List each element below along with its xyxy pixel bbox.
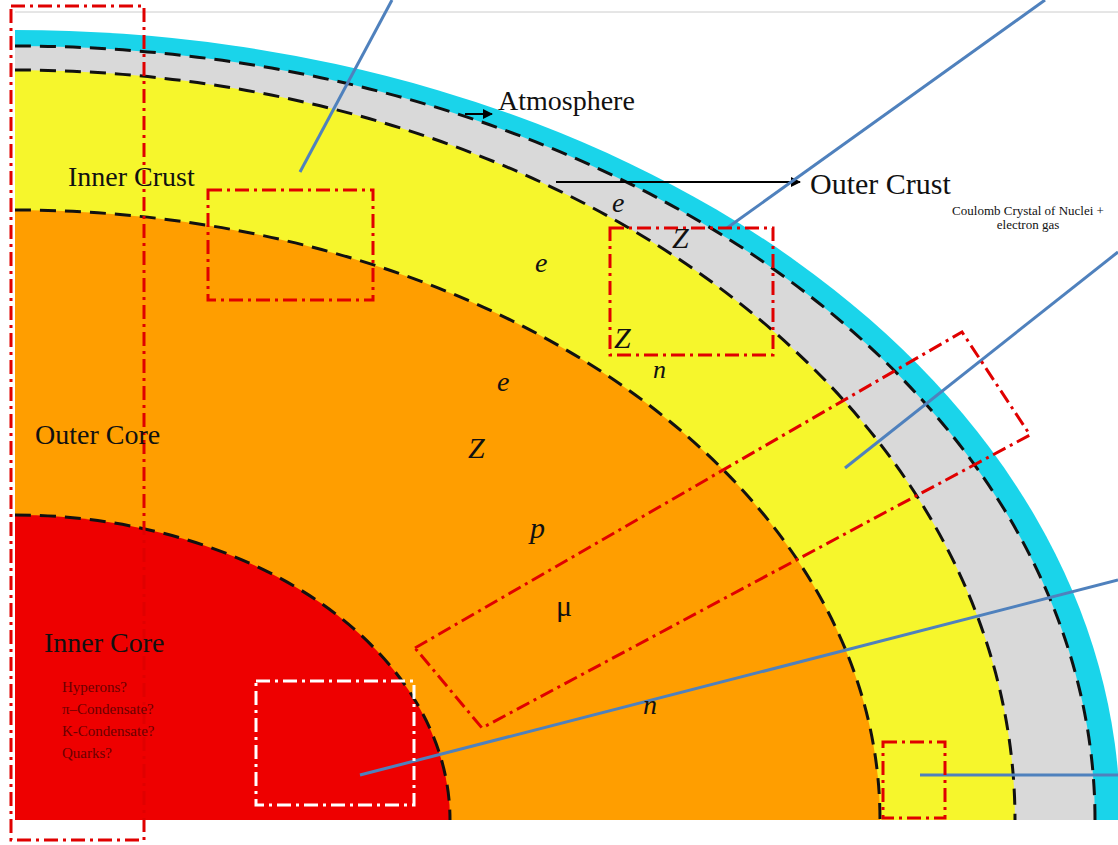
particle-symbol: e <box>535 248 547 277</box>
layer-name: Atmosphere <box>498 86 635 115</box>
highlight-boxes <box>11 6 1030 840</box>
outer-crust-arrow <box>556 181 800 183</box>
layer-name: Inner Crust <box>68 162 195 191</box>
particle-symbol: n <box>643 690 657 719</box>
particle-symbol: e <box>497 367 509 396</box>
atmosphere-arrow <box>465 113 492 115</box>
particle-symbol: p <box>530 512 545 544</box>
particle-symbol: Z <box>468 432 485 464</box>
core-candidate: π–Condensate? <box>62 702 154 718</box>
core-candidate: Quarks? <box>62 746 112 762</box>
particle-symbol: e <box>612 188 624 217</box>
outer-crust-layer <box>15 46 1095 820</box>
inner-core-layer <box>15 515 450 820</box>
layer-boundaries <box>15 46 1095 820</box>
core-candidate: Hyperons? <box>62 680 127 696</box>
layer-name: Outer Core <box>35 420 160 449</box>
core-candidate: K-Condensate? <box>62 724 154 740</box>
leader-lines <box>300 0 1118 775</box>
layer-name: Outer Crust <box>810 168 951 200</box>
particle-symbol: μ <box>556 590 572 622</box>
layer-note: Coulomb Crystal of Nuclei + electron gas <box>944 204 1112 231</box>
inner-crust-layer <box>15 70 1015 820</box>
highlight-box-white <box>256 681 414 805</box>
particle-symbol: Z <box>614 322 631 354</box>
particle-symbol: Z <box>672 222 689 254</box>
particle-symbol: n <box>653 356 666 383</box>
atmosphere-layer <box>15 30 1118 820</box>
layer-name: Inner Core <box>44 628 165 657</box>
